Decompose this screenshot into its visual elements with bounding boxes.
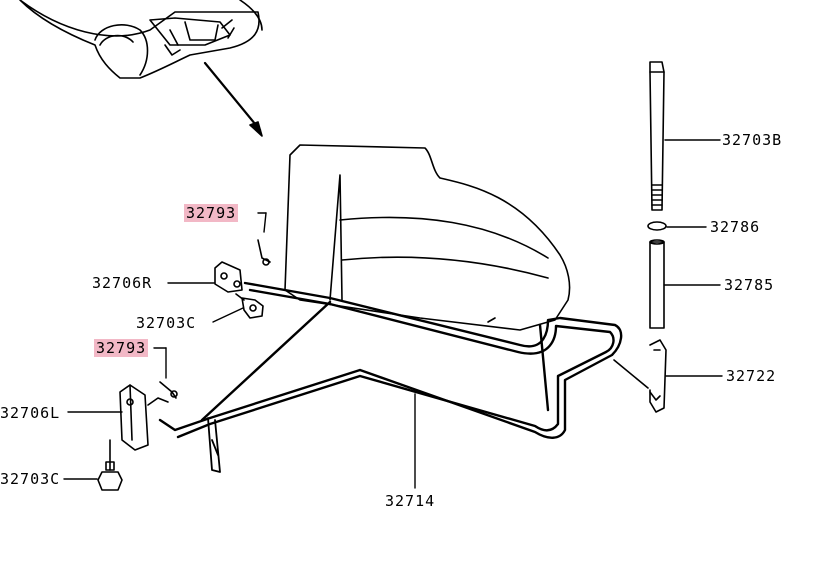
clip-upper: [257, 239, 271, 266]
label-rod-long: 32703B: [722, 131, 783, 149]
bolt-lower: [97, 439, 123, 491]
long-rod: [649, 61, 665, 211]
leader-lines: [63, 139, 723, 489]
label-frame: 32714: [385, 492, 436, 510]
bolt-upper: [235, 293, 264, 319]
label-clip-upper: 32793: [184, 204, 239, 222]
label-hook: 32722: [726, 367, 777, 385]
hook-link: [613, 359, 649, 389]
frame-strap: [207, 417, 221, 473]
clip-lower: [159, 381, 178, 399]
label-bolt-upper: 32703C: [136, 314, 197, 332]
label-clip-lower: 32793: [94, 339, 149, 357]
label-washer: 32786: [710, 218, 761, 236]
label-bolt-lower: 32703C: [0, 470, 61, 488]
label-bracket-right: 32706R: [92, 274, 153, 292]
bracket-left: [119, 384, 169, 451]
tray-panel: [284, 144, 571, 331]
hook: [649, 339, 667, 413]
bracket-right: [214, 261, 243, 293]
label-bracket-left: 32706L: [0, 404, 61, 422]
washer: [647, 221, 667, 231]
pointer-arrow: [203, 61, 263, 137]
spacer-tube: [649, 239, 665, 329]
main-frame: [158, 281, 623, 439]
label-spacer: 32785: [724, 276, 775, 294]
vehicle-inset: [19, 0, 263, 79]
